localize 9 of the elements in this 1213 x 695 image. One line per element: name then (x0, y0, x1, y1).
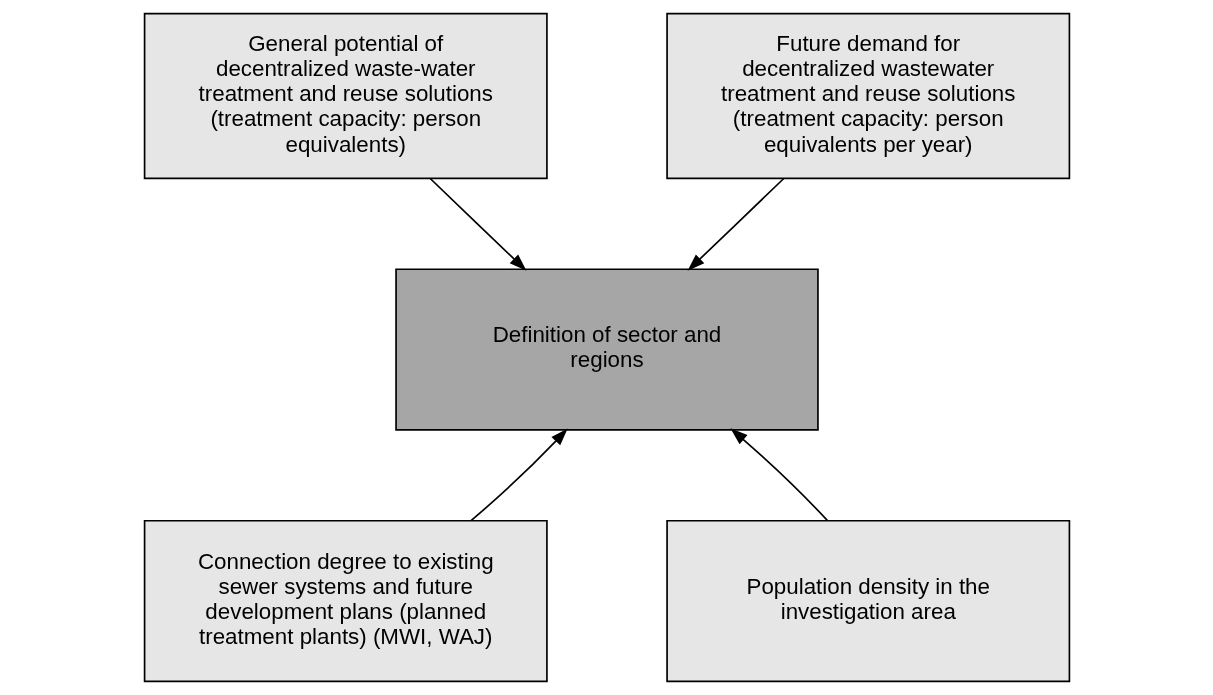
node-box: Future demand for decentralized wastewater treatment and reuse solutions (treatment capacity: person equivalents per year) (665, 12, 1070, 180)
node-box: General potential of decentralized waste-water treatment and reuse solutions (treatment capacity: person equivalents) (143, 12, 548, 180)
arrow (469, 428, 568, 522)
node-box: Connection degree to existing sewer systems and future development plans (planned treatment plants) (MWI, WAJ) (143, 519, 548, 683)
arrow (729, 428, 828, 522)
node-box: Definition of sector and regions (394, 268, 819, 431)
arrow (428, 177, 526, 271)
node-box: Population density in the investigation area (665, 519, 1070, 683)
arrow (687, 177, 785, 271)
